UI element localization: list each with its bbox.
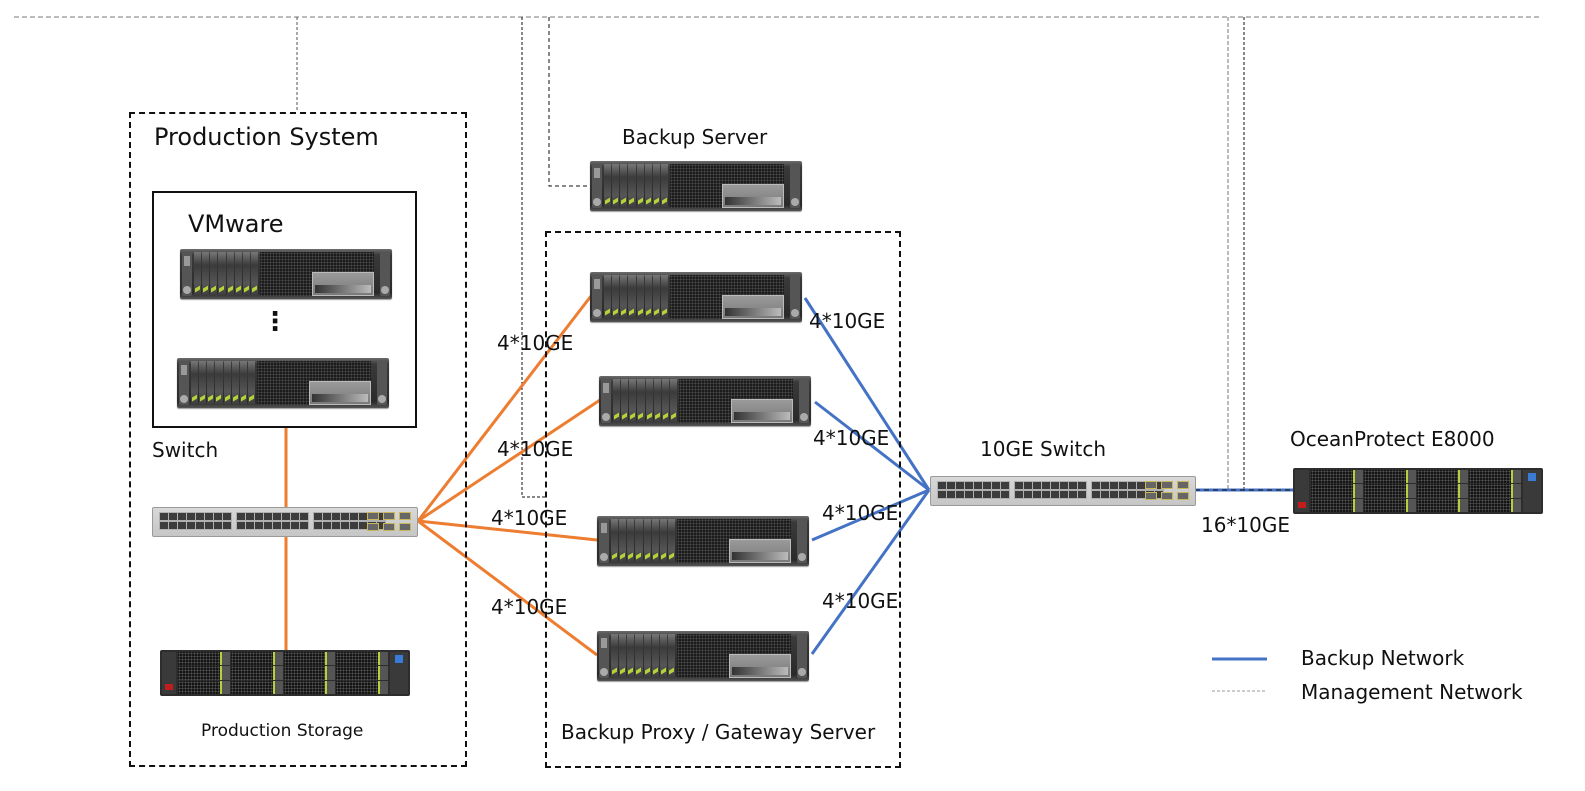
proxy-2-to-ge-switch-link <box>814 400 930 492</box>
switch-to-proxy-1-link <box>416 295 593 522</box>
production-system-group <box>129 112 467 767</box>
link-label-switch-proxy-2: 4*10GE <box>497 437 574 461</box>
switch-to-proxy-3-link <box>417 519 598 542</box>
switch-label: Switch <box>152 438 219 462</box>
proxy-3-to-ge-switch-link <box>811 488 930 542</box>
vmware-title: VMware <box>188 210 284 238</box>
legend-management-network-label: Management Network <box>1301 680 1523 704</box>
backup-server[interactable] <box>590 161 802 211</box>
vmware-host-server-1[interactable] <box>180 249 392 299</box>
vmware-group <box>152 191 417 428</box>
vmware-ellipsis: ⋮ <box>262 307 288 337</box>
management-link-backup-server <box>548 17 590 187</box>
production-system-title: Production System <box>154 123 379 151</box>
management-link-proxy <box>521 17 545 498</box>
backup-proxy-server-1[interactable] <box>590 272 802 322</box>
production-storage-label: Production Storage <box>201 721 364 741</box>
link-label-proxy-2-ge-switch: 4*10GE <box>813 426 890 450</box>
management-network-lines <box>14 16 1540 498</box>
link-label-ge-switch-oceanprotect: 16*10GE <box>1201 513 1291 537</box>
legend-backup-network-label: Backup Network <box>1301 646 1465 670</box>
production-storage-array[interactable] <box>160 650 410 696</box>
proxy-1-to-ge-switch-link <box>803 297 931 491</box>
oceanprotect-label: OceanProtect E8000 <box>1290 427 1495 451</box>
backup-proxy-server-3[interactable] <box>597 516 809 566</box>
production-links <box>284 295 601 657</box>
backup-proxy-server-2[interactable] <box>599 376 811 426</box>
switch-to-proxy-4-link <box>417 519 598 657</box>
proxy-4-to-ge-switch-link <box>810 489 931 655</box>
backup-proxy-server-4[interactable] <box>597 631 809 681</box>
backup-network-links <box>803 297 1293 655</box>
backup-server-label: Backup Server <box>622 125 768 149</box>
ge-switch[interactable] <box>930 476 1196 506</box>
link-label-proxy-1-ge-switch: 4*10GE <box>809 309 886 333</box>
link-label-proxy-3-ge-switch: 4*10GE <box>822 501 899 525</box>
switch-to-proxy-2-link <box>417 398 601 523</box>
backup-proxy-title: Backup Proxy / Gateway Server <box>561 720 876 744</box>
link-label-switch-proxy-4: 4*10GE <box>491 595 568 619</box>
vmware-host-server-n[interactable] <box>177 358 389 408</box>
link-label-switch-proxy-3: 4*10GE <box>491 506 568 530</box>
backup-proxy-group <box>545 231 901 768</box>
ge-switch-label: 10GE Switch <box>980 437 1107 461</box>
link-label-proxy-4-ge-switch: 4*10GE <box>822 589 899 613</box>
oceanprotect-array[interactable] <box>1293 468 1543 514</box>
production-switch[interactable] <box>152 507 418 537</box>
link-label-switch-proxy-1: 4*10GE <box>497 331 574 355</box>
